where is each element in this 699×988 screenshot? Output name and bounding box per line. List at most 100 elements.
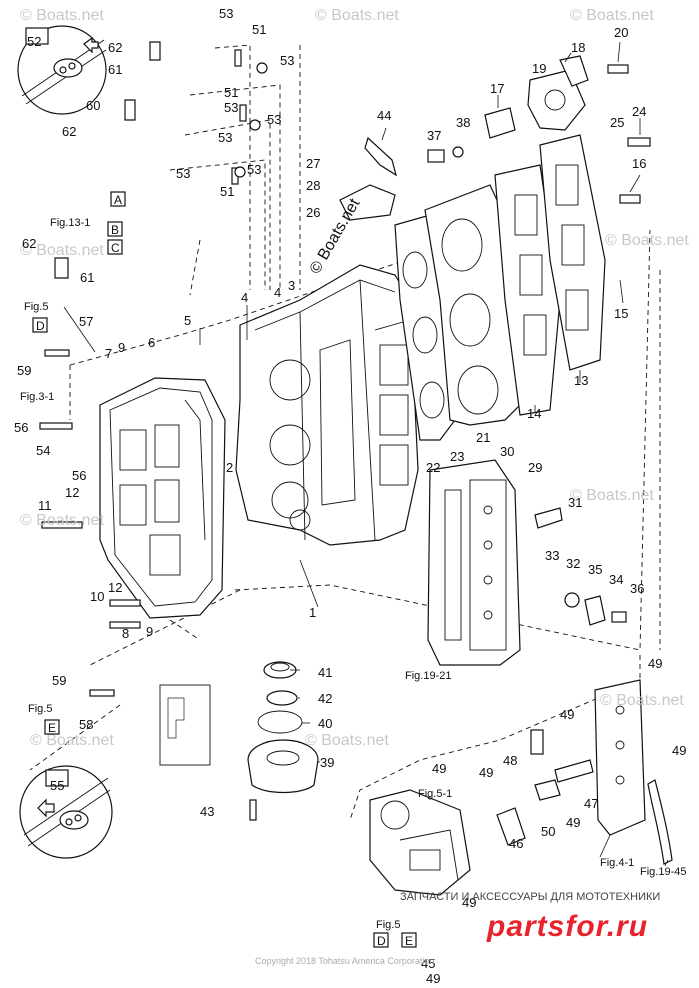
- part-label: 62: [22, 236, 36, 251]
- part-label: 19: [532, 61, 546, 76]
- part-label: 49: [566, 815, 580, 830]
- part-label: 49: [479, 765, 493, 780]
- part-label: 18: [571, 40, 585, 55]
- part-label: 27: [306, 156, 320, 171]
- part-label: 12: [65, 485, 79, 500]
- part-label: 43: [200, 804, 214, 819]
- part-label: 37: [427, 128, 441, 143]
- part-label: 51: [252, 22, 266, 37]
- svg-text:© Boats.net: © Boats.net: [20, 512, 104, 529]
- exhaust-cover-30: [427, 459, 521, 666]
- banner-ru: ЗАПЧАСТИ И АКСЕССУАРЫ ДЛЯ МОТОТЕХНИКИ: [400, 891, 661, 903]
- part-label: 61: [108, 62, 122, 77]
- detail-circle-55: [19, 765, 113, 859]
- part-label: 49: [648, 656, 662, 671]
- intake-cover: [99, 377, 226, 619]
- cooling-jacket-47: [594, 679, 673, 865]
- fig-ref: Fig.4-1: [600, 857, 634, 869]
- part-label: 39: [320, 755, 334, 770]
- brand-logo: partsfor.ru: [487, 910, 649, 943]
- svg-text:© Boats.net: © Boats.net: [315, 7, 399, 24]
- part-label: 50: [541, 824, 555, 839]
- fig-ref: Fig.5: [376, 919, 400, 931]
- part-label: 53: [176, 166, 190, 181]
- part-label: 48: [503, 753, 517, 768]
- lower-unit-fig5-1: [369, 789, 471, 896]
- part-label: 49: [560, 707, 574, 722]
- part-label: 8: [122, 626, 129, 641]
- exhaust-cover-13: [539, 134, 606, 371]
- svg-text:© Boats.net: © Boats.net: [30, 732, 114, 749]
- part-label: 56: [72, 468, 86, 483]
- part-label: 53: [247, 162, 261, 177]
- part-label: 49: [432, 761, 446, 776]
- part-label: 40: [318, 716, 332, 731]
- part-label: 33: [545, 548, 559, 563]
- box-letter: E: [405, 934, 413, 948]
- part-label: 25: [610, 115, 624, 130]
- fig-ref: Fig.13-1: [50, 217, 90, 229]
- box-letter: C: [111, 241, 120, 255]
- fig-ref: Fig.3-1: [20, 391, 54, 403]
- part-label: 56: [14, 420, 28, 435]
- part-label: 6: [148, 335, 155, 350]
- svg-text:© Boats.net: © Boats.net: [570, 487, 654, 504]
- part-label: 26: [306, 205, 320, 220]
- part-label: 30: [500, 444, 514, 459]
- small-parts: [39, 41, 651, 846]
- part-label: 51: [220, 184, 234, 199]
- part-label: 49: [672, 743, 686, 758]
- part-label: 62: [62, 124, 76, 139]
- fig-ref: Fig.5: [24, 301, 48, 313]
- part-label: 60: [86, 98, 100, 113]
- svg-text:© Boats.net: © Boats.net: [20, 7, 104, 24]
- part-label: 22: [426, 460, 440, 475]
- part-label: 35: [588, 562, 602, 577]
- part-label: 51: [224, 85, 238, 100]
- part-label: 7: [105, 346, 112, 361]
- fig-ref: Fig.5-1: [418, 788, 452, 800]
- part-label: 20: [614, 25, 628, 40]
- part-label: 32: [566, 556, 580, 571]
- svg-text:© Boats.net: © Boats.net: [570, 7, 654, 24]
- part-label: 14: [527, 406, 541, 421]
- part-label: 53: [219, 6, 233, 21]
- figure-refs: Fig.5 Fig.3-1 Fig.13-1 Fig.5 Fig.5-1 Fig…: [20, 217, 686, 931]
- part-label: 29: [528, 460, 542, 475]
- part-label: 9: [118, 340, 125, 355]
- fig-ref: Fig.19-45: [640, 866, 686, 878]
- detail-circle-52: [17, 25, 107, 115]
- part-label: 52: [27, 34, 41, 49]
- part-label: 41: [318, 665, 332, 680]
- part-label: 15: [614, 306, 628, 321]
- part-label: 36: [630, 581, 644, 596]
- part-label: 54: [36, 443, 50, 458]
- part-label: 44: [377, 108, 391, 123]
- box-letter: E: [48, 721, 56, 735]
- part-label: 58: [79, 717, 93, 732]
- part-label: 42: [318, 691, 332, 706]
- leader-lines: [63, 41, 669, 867]
- part-label: 46: [509, 836, 523, 851]
- part-label: 53: [280, 53, 294, 68]
- part-label: 9: [146, 624, 153, 639]
- part-label: 12: [108, 580, 122, 595]
- seal-stack: [159, 661, 319, 794]
- part-label: 23: [450, 449, 464, 464]
- part-label: 17: [490, 81, 504, 96]
- part-label: 62: [108, 40, 122, 55]
- svg-text:© Boats.net: © Boats.net: [305, 732, 389, 749]
- fig-ref: Fig.5: [28, 703, 52, 715]
- cylinder-block: [235, 264, 419, 546]
- fig-ref: Fig.19-21: [405, 670, 451, 682]
- part-label: 53: [267, 112, 281, 127]
- part-label: 53: [218, 130, 232, 145]
- box-letter: D: [36, 319, 45, 333]
- part-label: 13: [574, 373, 588, 388]
- watermarks: © Boats.net © Boats.net © Boats.net © Bo…: [20, 7, 689, 749]
- part-label: 3: [288, 278, 295, 293]
- svg-text:© Boats.net: © Boats.net: [600, 692, 684, 709]
- part-label: 10: [90, 589, 104, 604]
- part-label: 59: [17, 363, 31, 378]
